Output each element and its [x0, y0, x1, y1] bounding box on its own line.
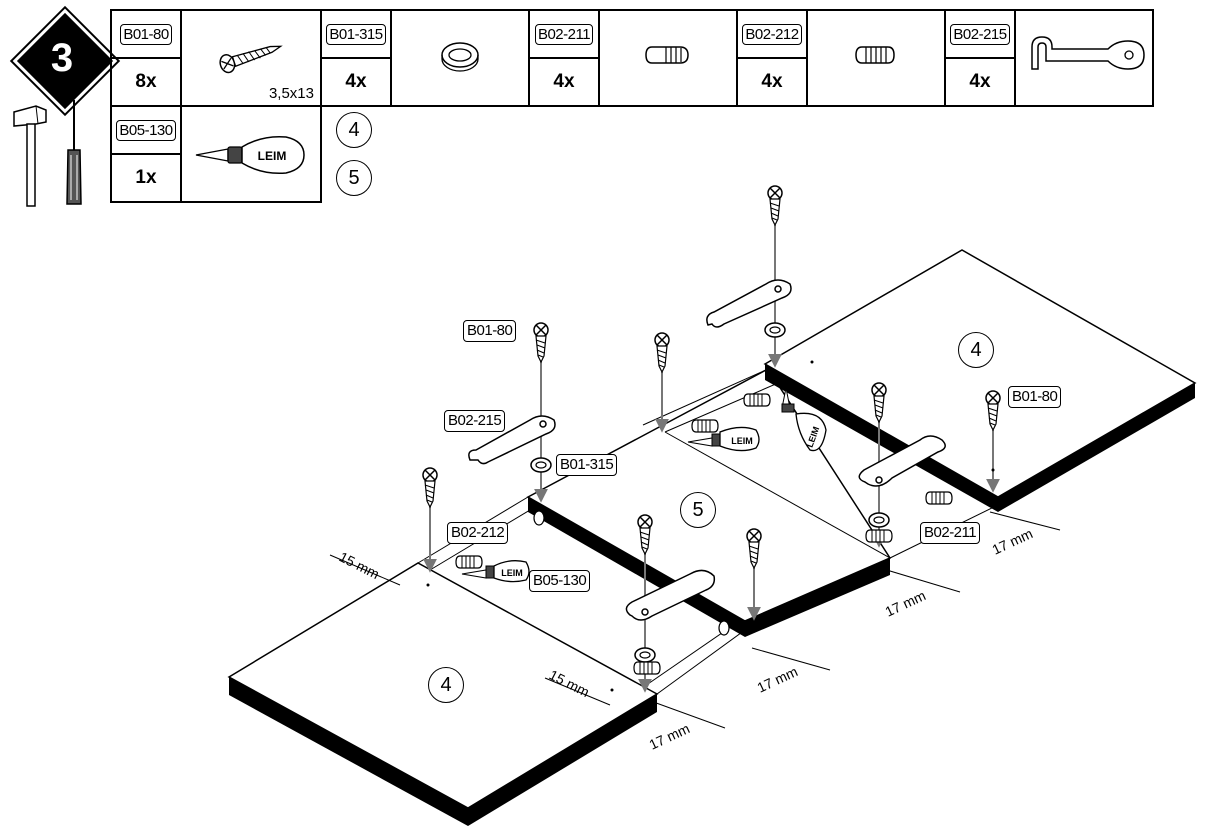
panel-label-middle: 5 — [680, 492, 716, 528]
panel-label-right: 4 — [958, 332, 994, 368]
part-code: B02-215 — [950, 23, 1010, 45]
part-picture-cell — [598, 9, 738, 107]
callout-dowel-short: B02-212 — [447, 522, 509, 544]
hook-bracket-icon — [1031, 36, 1145, 70]
screw-size-label: 3,5x13 — [268, 85, 314, 102]
dimension-label: 15 mm — [337, 548, 382, 582]
dimension-label: 17 mm — [883, 587, 929, 620]
glue-label: LEIM — [731, 436, 753, 446]
part-qty: 4x — [736, 57, 808, 107]
part-code: B01-315 — [326, 23, 386, 45]
parts-table: B01-80 3,5x13 B01-315 B02-211 — [110, 9, 1154, 107]
part-picture-cell: 3,5x13 — [180, 9, 322, 107]
callout-glue: B05-130 — [529, 570, 591, 592]
panel-ref-5: 5 — [336, 160, 372, 196]
part-code: B01-80 — [120, 23, 172, 45]
callout-screw-right: B01-80 — [1008, 386, 1062, 408]
glue-bottle-icon: LEIM — [781, 387, 827, 452]
callout-hook: B02-215 — [444, 410, 506, 432]
part-picture-cell — [806, 9, 946, 107]
callout-washer: B01-315 — [556, 454, 618, 476]
step-badge: 3 — [12, 8, 118, 114]
dowel-short-icon — [855, 46, 895, 64]
part-code-cell: B02-215 — [944, 9, 1016, 59]
part-picture-cell — [390, 9, 530, 107]
hammer-icon — [13, 105, 47, 207]
part-code: B02-211 — [534, 23, 594, 45]
glue-bottle-icon: LEIM — [687, 426, 760, 452]
dowel-icon — [645, 46, 689, 64]
hook-bracket-icon — [468, 279, 946, 621]
part-code-cell: B02-212 — [736, 9, 808, 59]
part-qty: 4x — [320, 57, 392, 107]
part-code-cell: B05-130 — [110, 105, 182, 155]
dimension-label: 17 mm — [990, 525, 1036, 558]
part-code: B02-212 — [742, 23, 802, 45]
dimension-label: 17 mm — [647, 720, 693, 753]
part-qty: 4x — [944, 57, 1016, 107]
part-qty: 4x — [528, 57, 600, 107]
washer-icon — [441, 42, 479, 72]
part-qty: 8x — [110, 57, 182, 107]
part-picture-cell: LEIM — [180, 105, 322, 203]
screwdriver-icon — [66, 100, 82, 205]
screw-icon — [219, 45, 283, 74]
panel-label-left: 4 — [428, 667, 464, 703]
glue-table: B05-130 LEIM 1x — [110, 105, 322, 203]
dimension-label: 17 mm — [755, 663, 801, 696]
part-code: B05-130 — [116, 119, 176, 141]
glue-bottle-icon: LEIM — [195, 135, 305, 175]
glue-label: LEIM — [258, 149, 287, 163]
part-code-cell: B01-80 — [110, 9, 182, 59]
panel-ref-4: 4 — [336, 112, 372, 148]
callout-dowel: B02-211 — [920, 522, 981, 544]
part-code-cell: B02-211 — [528, 9, 600, 59]
part-code-cell: B01-315 — [320, 9, 392, 59]
glue-label: LEIM — [501, 568, 523, 578]
glue-bottle-icon: LEIM — [461, 560, 530, 583]
step-number: 3 — [50, 35, 74, 80]
part-qty: 1x — [110, 153, 182, 203]
tools — [13, 100, 82, 207]
callout-screw: B01-80 — [463, 320, 517, 342]
part-picture-cell — [1014, 9, 1154, 107]
panel-right — [763, 249, 1197, 512]
